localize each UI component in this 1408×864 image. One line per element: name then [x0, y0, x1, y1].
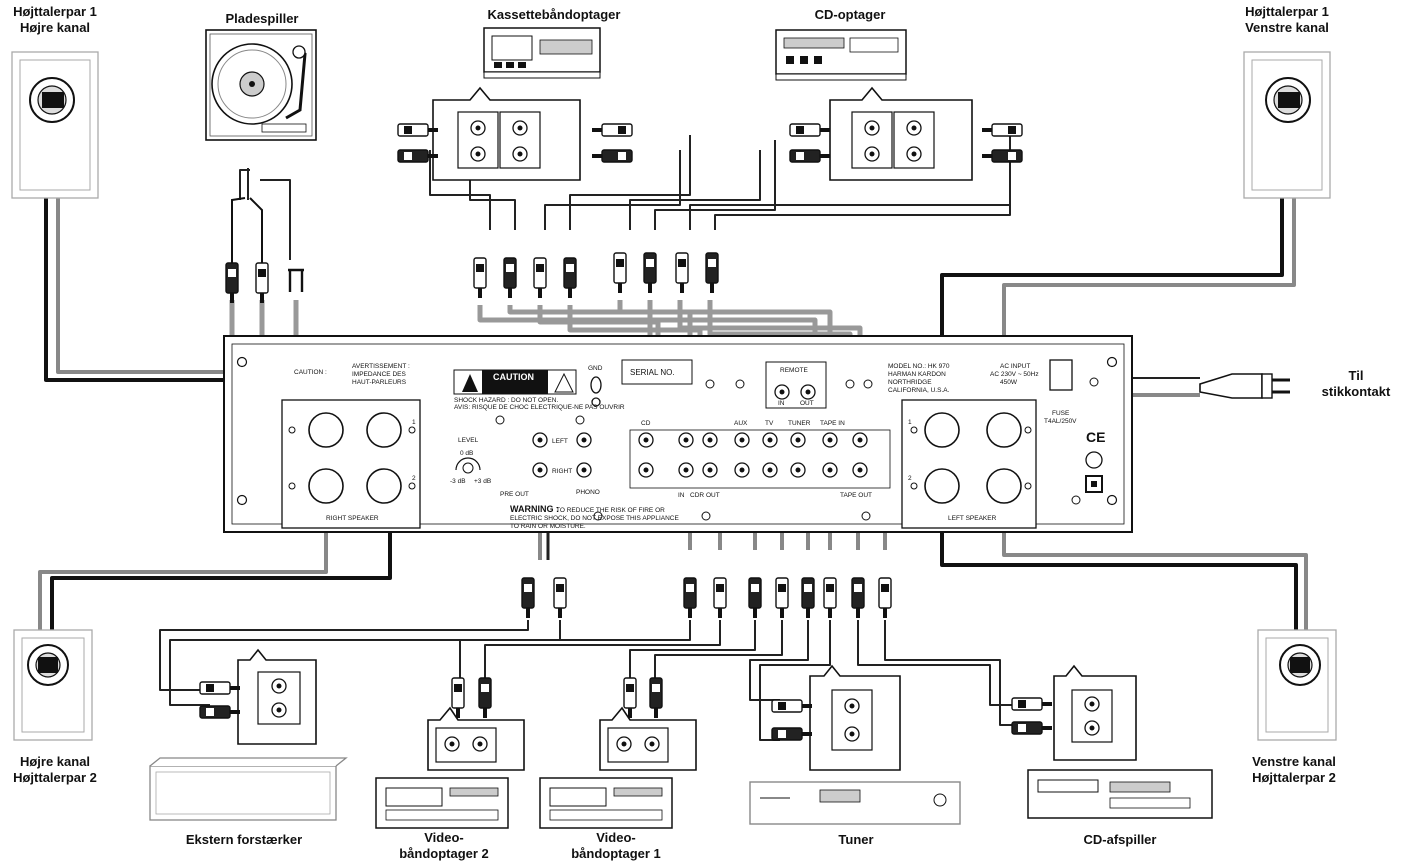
panel-ce-mark: CE [1086, 429, 1105, 445]
receiver-rear-panel [223, 335, 1133, 533]
panel-minus3: -3 dB [450, 478, 466, 485]
panel-shock-1: SHOCK HAZARD : DO NOT OPEN. [454, 397, 558, 404]
label-speaker-right-1: Højttalerpar 1 Højre kanal [0, 4, 110, 36]
panel-model-3: NORTHRIDGE [888, 379, 932, 386]
speaker-right-pair2 [13, 629, 93, 741]
panel-warning-1: TO REDUCE THE RISK OF FIRE OR [556, 507, 665, 514]
panel-tuner: TUNER [788, 420, 811, 427]
power-plug [1199, 373, 1290, 399]
label-turntable: Pladespiller [225, 11, 299, 26]
panel-tape-in: TAPE IN [820, 420, 845, 427]
panel-power-1: AC INPUT [1000, 363, 1030, 370]
panel-warning-3: TO RAIN OR MOISTURE. [510, 523, 586, 530]
panel-caution-title: CAUTION : [294, 369, 327, 376]
panel-zero-db: 0 dB [460, 450, 473, 457]
panel-fuse-2: T4AL/250V [1044, 418, 1077, 425]
label-speaker-left-2: Venstre kanal Højttalerpar 2 [1236, 754, 1352, 786]
vcr1-device [539, 677, 697, 829]
panel-warning-title: WARNING : [510, 504, 559, 514]
label-vcr1: Video- båndoptager 1 [556, 830, 676, 862]
panel-avertissement: AVERTISSEMENT : [352, 363, 410, 370]
panel-ch1-r: 1 [412, 419, 416, 426]
panel-out: OUT [706, 492, 720, 499]
cd-player-device [1011, 664, 1213, 819]
label-vcr2: Video- båndoptager 2 [384, 830, 504, 862]
panel-model-4: CALIFORNIA, U.S.A. [888, 387, 950, 394]
label-speaker-left-2-line2: Højttalerpar 2 [1252, 770, 1336, 785]
panel-power-2: AC 230V ~ 50Hz [990, 371, 1039, 378]
label-cassette: Kassettebåndoptager [487, 7, 621, 22]
panel-fuse-1: FUSE [1052, 410, 1070, 417]
label-speaker-left-1-line2: Venstre kanal [1245, 20, 1329, 35]
cassette-deck-device [432, 27, 601, 181]
vcr2-device [375, 677, 525, 829]
label-speaker-right-2-line2: Højttalerpar 2 [13, 770, 97, 785]
panel-tv: TV [765, 420, 774, 427]
label-speaker-right-2: Højre kanal Højttalerpar 2 [0, 754, 110, 786]
preout-plugs [521, 577, 567, 619]
label-speaker-right-1-line1: Højttalerpar 1 [13, 4, 97, 19]
external-amp-device [149, 648, 348, 821]
label-tuner: Tuner [838, 832, 874, 847]
panel-impedance-fr-1: IMPEDANCE DES [352, 371, 406, 378]
panel-cd: CD [641, 420, 651, 427]
label-cd-recorder: CD-optager [814, 7, 886, 22]
panel-shock-2: AVIS: RISQUE DE CHOC ELECTRIQUE-NE PAS O… [454, 404, 625, 411]
panel-tape-out: TAPE OUT [840, 492, 872, 499]
label-speaker-right-1-line2: Højre kanal [19, 20, 91, 35]
tuner-device [749, 664, 961, 825]
panel-right-speaker: RIGHT SPEAKER [326, 515, 379, 522]
panel-text: CAUTION : AVERTISSEMENT : IMPEDANCE DES … [294, 363, 1105, 530]
panel-aux: AUX [734, 420, 748, 427]
panel-ch2-r: 2 [412, 475, 416, 482]
panel-caution-box: CAUTION [493, 372, 534, 382]
label-vcr2-line1: Video- [424, 830, 464, 845]
label-wall-outlet-line2: stikkontakt [1321, 384, 1391, 399]
label-speaker-right-2-line1: Højre kanal [19, 754, 91, 769]
panel-impedance-fr-2: HAUT-PARLEURS [352, 379, 407, 386]
panel-phono: PHONO [576, 489, 600, 496]
panel-ch1-l: 1 [908, 419, 912, 426]
label-vcr2-line2: båndoptager 2 [399, 846, 489, 861]
cd-recorder-device [775, 29, 973, 181]
panel-pre-out: PRE OUT [500, 491, 529, 498]
label-cd-player: CD-afspiller [1083, 832, 1157, 847]
speaker-right-pair1 [11, 51, 99, 199]
label-ext-amp: Ekstern forstærker [185, 832, 303, 847]
av-plugs [683, 577, 892, 619]
turntable-plugs [225, 197, 304, 304]
label-wall-outlet-line1: Til [1348, 368, 1364, 383]
panel-left: LEFT [552, 438, 568, 445]
panel-in: IN [678, 492, 685, 499]
panel-remote-in: IN [778, 400, 785, 407]
label-speaker-left-1-line1: Højttalerpar 1 [1245, 4, 1329, 19]
panel-right: RIGHT [552, 468, 572, 475]
label-speaker-left-1: Højttalerpar 1 Venstre kanal [1232, 4, 1342, 36]
panel-level: LEVEL [458, 437, 479, 444]
panel-plus3: +3 dB [474, 478, 491, 485]
label-vcr1-line2: båndoptager 1 [571, 846, 661, 861]
panel-model-2: HARMAN KARDON [888, 371, 946, 378]
panel-warning-2: ELECTRIC SHOCK, DO NOT EXPOSE THIS APPLI… [510, 515, 679, 522]
label-vcr1-line1: Video- [596, 830, 636, 845]
panel-left-speaker: LEFT SPEAKER [948, 515, 997, 522]
panel-cdr: CDR [690, 492, 704, 499]
turntable-device [205, 29, 317, 141]
panel-gnd: GND [588, 365, 603, 372]
panel-ch2-l: 2 [908, 475, 912, 482]
panel-serial: SERIAL NO. [630, 368, 675, 377]
speaker-left-pair2 [1257, 629, 1337, 741]
label-speaker-left-2-line1: Venstre kanal [1252, 754, 1336, 769]
panel-remote: REMOTE [780, 367, 808, 374]
label-wall-outlet: Til stikkontakt [1306, 368, 1406, 400]
panel-remote-out: OUT [800, 400, 814, 407]
panel-power-3: 450W [1000, 379, 1018, 386]
panel-model-1: MODEL NO.: HK 970 [888, 363, 950, 370]
speaker-left-pair1 [1243, 51, 1331, 199]
